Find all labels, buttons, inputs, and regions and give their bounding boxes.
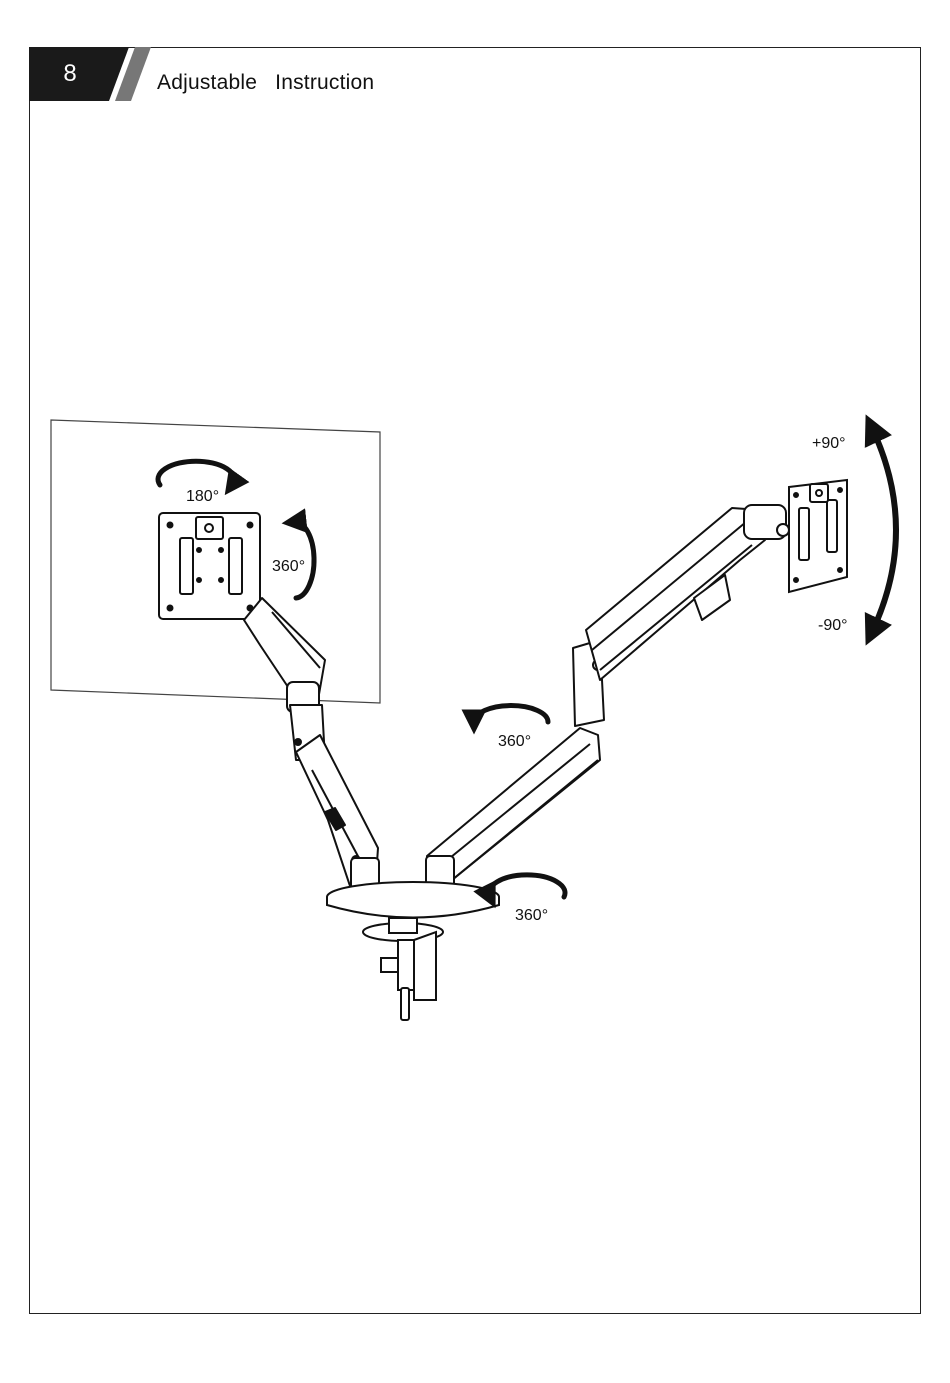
- right-vesa-plate: [789, 480, 847, 592]
- label-minus-90: -90°: [818, 617, 848, 634]
- desk-base-clamp: [327, 882, 499, 1020]
- right-arm: [426, 505, 789, 896]
- left-arm: [244, 598, 379, 896]
- label-180: 180°: [186, 488, 219, 505]
- label-360-elbow: 360°: [498, 733, 531, 750]
- rotation-arrows: [158, 428, 896, 897]
- left-vesa-plate: [159, 513, 260, 619]
- label-plus-90: +90°: [812, 435, 846, 452]
- label-360-left: 360°: [272, 558, 305, 575]
- label-360-base: 360°: [515, 907, 548, 924]
